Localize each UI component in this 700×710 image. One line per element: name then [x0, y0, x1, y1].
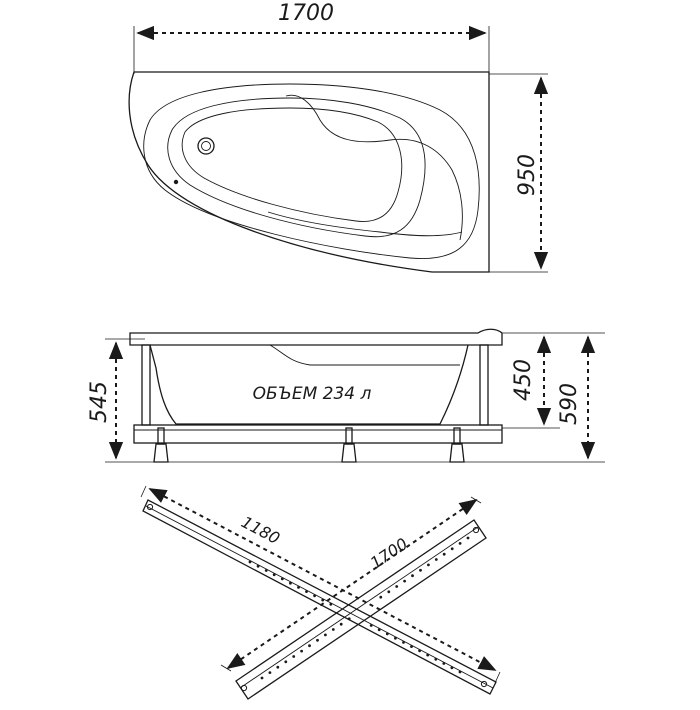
mounting-hole [324, 633, 327, 637]
mounting-hole [329, 602, 333, 606]
mounting-hole [369, 624, 373, 627]
mounting-hole [418, 649, 421, 653]
depth-label: 950 [515, 154, 540, 196]
short-bar-dimension-line [148, 488, 497, 671]
bathtub-basin [167, 97, 426, 238]
side-tub-body [149, 344, 469, 425]
mounting-hole [300, 649, 303, 653]
extension-line [494, 671, 501, 684]
mounting-hole [305, 590, 308, 593]
width-label: 1700 [278, 1, 334, 26]
mounting-hole [402, 641, 405, 644]
mounting-hole [339, 622, 343, 626]
mounting-hole [411, 574, 414, 578]
mounting-hole [256, 564, 260, 568]
side-headrest-line [269, 344, 460, 366]
drain-inner [201, 141, 211, 151]
volume-label: ОБЪЕМ 234 л [253, 384, 372, 404]
mounting-hole [458, 542, 462, 545]
frame-height-label: 590 [557, 383, 582, 425]
bathtub-rim-outline [128, 71, 490, 273]
mounting-hole [442, 662, 446, 665]
mounting-hole [308, 644, 311, 648]
mounting-hole [321, 598, 325, 602]
end-hole [480, 680, 488, 688]
support-leg [449, 427, 465, 463]
mounting-hole [297, 586, 300, 589]
support-leg [153, 427, 169, 463]
mounting-hole [377, 628, 381, 632]
mounting-hole [394, 636, 397, 640]
side-view: ОБЪЕМ 234 л 545 450 590 [87, 328, 605, 463]
seat-contour [267, 211, 463, 237]
drain-icon [197, 137, 215, 155]
bathtub-basin-inner [181, 107, 403, 222]
frame-post-right [479, 344, 489, 426]
long-bar-holes [240, 526, 480, 692]
side-rim [129, 328, 503, 346]
mounting-hole [284, 660, 288, 664]
mounting-hole [385, 632, 389, 636]
mounting-hole [268, 671, 272, 674]
mounting-hole [292, 655, 296, 658]
mounting-hole [379, 595, 383, 599]
short-bar-label: 1180 [238, 512, 283, 548]
top-view: 1700 950 [128, 1, 549, 273]
headrest-contour [285, 94, 463, 241]
frame-bars: 1180 1700 [140, 485, 501, 700]
mounting-hole [387, 590, 391, 594]
mounting-hole [395, 585, 399, 588]
mounting-hole [426, 653, 430, 657]
mounting-hole [331, 628, 335, 631]
long-frame-bar-edge [239, 526, 479, 689]
mounting-hole [442, 552, 446, 556]
mounting-hole [272, 573, 276, 577]
total-height-label: 545 [87, 381, 112, 423]
bathtub-inner-rim [143, 83, 480, 260]
mounting-hole [403, 579, 406, 583]
mounting-hole [450, 547, 454, 551]
mounting-hole [450, 666, 454, 670]
mounting-hole [410, 645, 413, 648]
end-hole [240, 684, 248, 692]
base-frame [133, 424, 503, 444]
frame-post-left [141, 344, 151, 426]
short-bar-holes [146, 503, 488, 688]
mounting-hole [276, 665, 280, 669]
short-frame-bar [142, 499, 497, 695]
mounting-hole [260, 676, 264, 680]
short-frame-bar-edge [145, 505, 494, 689]
overflow-icon [173, 179, 179, 185]
support-leg [341, 427, 357, 463]
mounting-hole [427, 563, 430, 567]
mounting-hole [313, 594, 316, 598]
mounting-hole [458, 670, 462, 674]
mounting-hole [316, 638, 319, 642]
extension-line [220, 664, 232, 672]
tub-depth-label: 450 [511, 359, 536, 401]
end-hole [472, 526, 480, 534]
long-frame-bar [235, 519, 487, 700]
mounting-hole [419, 568, 422, 572]
end-hole [146, 503, 154, 511]
mounting-hole [434, 657, 438, 661]
extension-line [140, 485, 147, 498]
mounting-hole [280, 577, 284, 581]
long-bar-dimension-line [226, 498, 478, 670]
mounting-hole [248, 560, 252, 564]
mounting-hole [347, 617, 351, 621]
mounting-hole [466, 536, 470, 540]
mounting-hole [264, 569, 268, 572]
mounting-hole [434, 558, 438, 561]
mounting-hole [289, 581, 292, 585]
